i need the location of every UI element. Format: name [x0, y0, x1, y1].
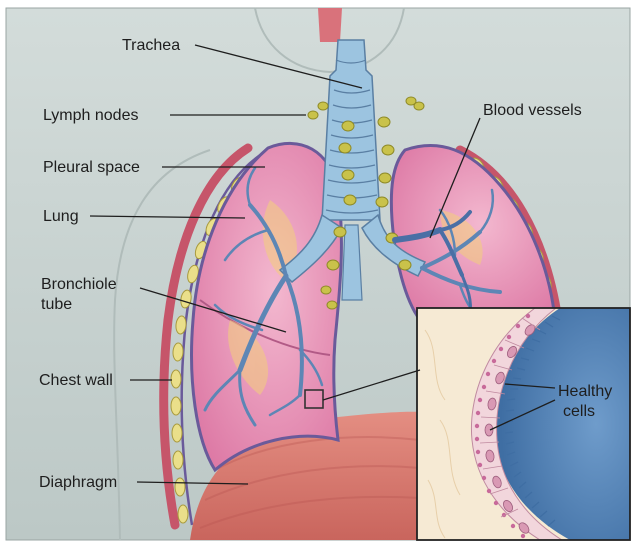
label-healthy-line1: Healthy — [558, 382, 612, 402]
label-lymph-nodes: Lymph nodes — [43, 106, 138, 125]
label-trachea: Trachea — [122, 36, 180, 55]
label-bronchiole-tube: Bronchiole tube — [41, 275, 117, 315]
label-pleural-space: Pleural space — [43, 158, 140, 177]
label-bronchiole-line2: tube — [41, 295, 117, 315]
label-blood-vessels: Blood vessels — [483, 101, 582, 120]
throat — [318, 8, 342, 42]
label-diaphragm: Diaphragm — [39, 473, 117, 492]
label-chest-wall: Chest wall — [39, 371, 113, 390]
label-lung: Lung — [43, 207, 79, 226]
label-healthy-cells: Healthy cells — [558, 382, 612, 422]
inset-healthy-cells — [417, 308, 630, 540]
label-bronchiole-line1: Bronchiole — [41, 275, 117, 295]
label-healthy-line2: cells — [558, 402, 612, 422]
